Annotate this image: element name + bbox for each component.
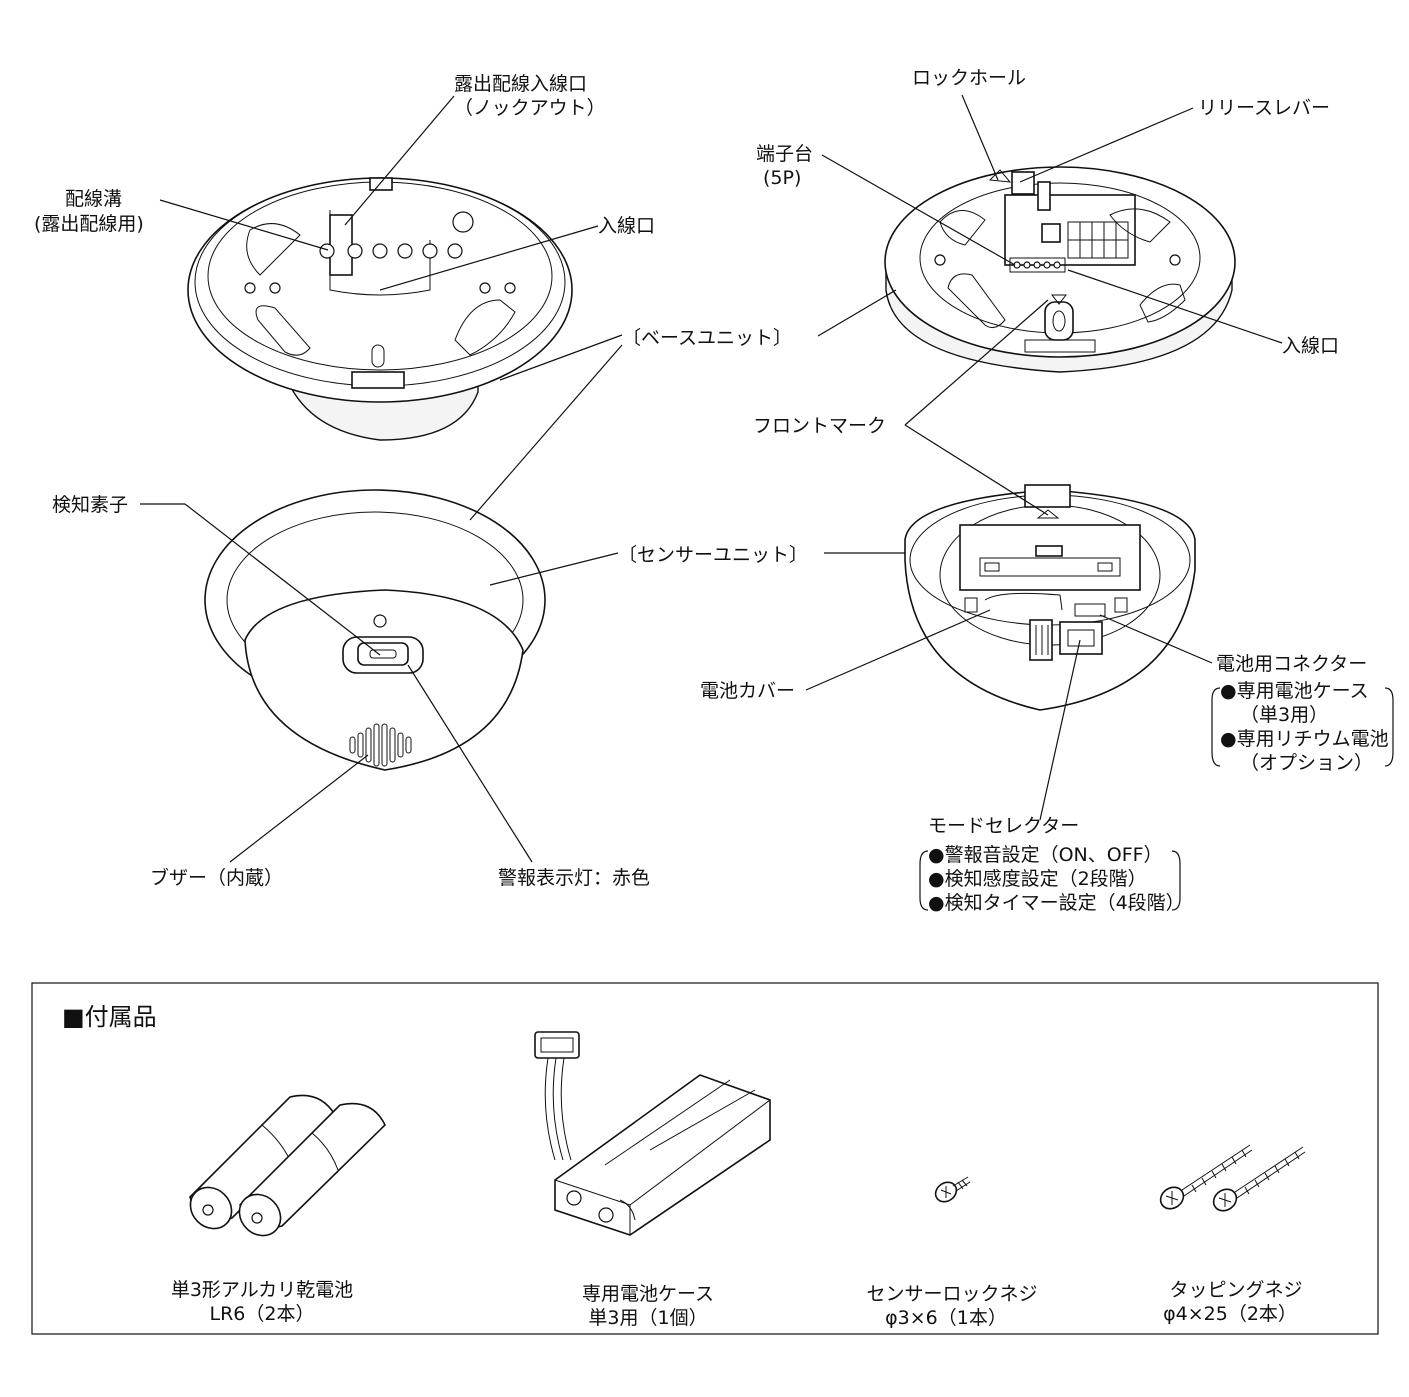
label-buzzer: ブザー（内蔵）: [150, 866, 283, 889]
buzzer-grille: [349, 723, 412, 767]
label-bc-item1-sub: （単3用）: [1240, 704, 1328, 726]
acc-item-1-line1: 単3形アルカリ乾電池: [171, 1279, 353, 1301]
label-bc-item2: ●専用リチウム電池: [1220, 728, 1389, 750]
label-front-mark: フロントマーク: [753, 415, 886, 437]
sensor-lock-screw-illustration: [934, 1176, 971, 1203]
label-bc-item1: ●専用電池ケース: [1220, 680, 1369, 702]
label-release-lever: リリースレバー: [1198, 97, 1330, 119]
label-ms-item3: ●検知タイマー設定（4段階）: [928, 892, 1185, 914]
aa-batteries-illustration: [189, 1094, 386, 1237]
label-wiring-groove: 配線溝: [65, 188, 122, 210]
label-ms-item1: ●警報音設定（ON、OFF）: [928, 844, 1163, 866]
label-bc-item2-sub: （オプション）: [1240, 752, 1373, 774]
sensor-unit-back-illustration: [904, 484, 1196, 711]
accessories-title: ■付属品: [62, 1003, 157, 1031]
base-unit-front-illustration: [187, 177, 573, 441]
label-battery-connector: 電池用コネクター: [1216, 653, 1367, 675]
battery-case-illustration: [534, 1031, 771, 1236]
label-base-unit: 〔ベースユニット〕: [622, 327, 792, 349]
label-alarm-lamp: 警報表示灯：赤色: [498, 867, 650, 889]
label-exposed-wiring-entry: 露出配線入線口: [454, 73, 587, 95]
label-lock-hole: ロックホール: [912, 67, 1026, 89]
acc-item-1-line2: LR6（2本）: [210, 1303, 315, 1325]
accessories-box: [31, 982, 1379, 1335]
acc-item-2-line2: 単3用（1個）: [588, 1307, 707, 1329]
acc-item-4-line1: タッピングネジ: [1169, 1279, 1302, 1301]
label-knockout: （ノックアウト）: [454, 97, 606, 119]
base-unit-back-illustration: [884, 166, 1236, 373]
acc-item-2-line1: 専用電池ケース: [582, 1283, 714, 1305]
acc-item-3-line1: センサーロックネジ: [866, 1283, 1037, 1305]
label-terminal-block: 端子台: [756, 143, 813, 165]
leader-lines: [140, 94, 1283, 863]
label-wiring-groove-sub: (露出配線用): [34, 213, 144, 235]
label-battery-cover: 電池カバー: [700, 680, 795, 702]
label-entry-hole-right: 入線口: [1282, 335, 1339, 357]
label-sensing-element: 検知素子: [52, 494, 128, 516]
label-sensor-unit: 〔センサーユニット〕: [618, 544, 808, 566]
label-terminal-block-sub: (5P): [763, 167, 801, 189]
label-ms-item2: ●検知感度設定（2段階）: [928, 868, 1147, 890]
sensor-unit-illustration: [204, 489, 546, 771]
label-entry-hole-left: 入線口: [598, 215, 655, 237]
acc-item-4-line2: φ4×25（2本）: [1163, 1303, 1297, 1325]
label-mode-selector: モードセレクター: [928, 815, 1079, 837]
tapping-screws-illustration: [1159, 1144, 1306, 1212]
acc-item-3-line2: φ3×6（1本）: [885, 1307, 1007, 1329]
